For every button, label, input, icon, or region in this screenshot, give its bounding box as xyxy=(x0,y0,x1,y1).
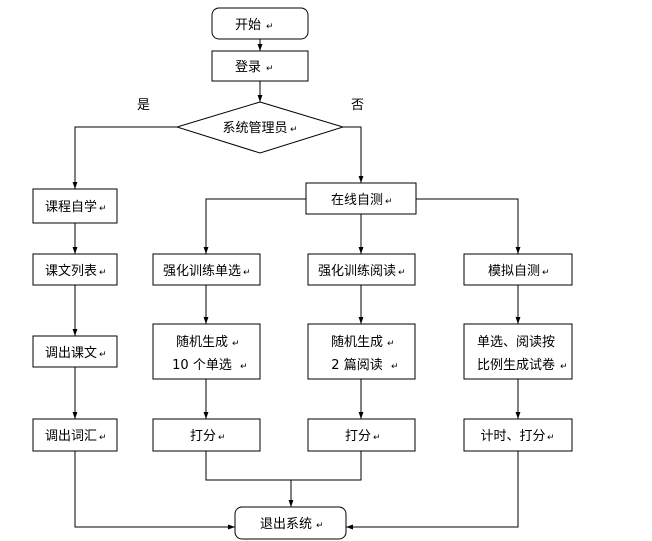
node-reading-drill: 强化训练阅读 ↵ xyxy=(307,253,416,286)
paragraph-mark: ↵ xyxy=(266,64,274,74)
paragraph-mark: ↵ xyxy=(243,268,251,278)
paragraph-mark: ↵ xyxy=(560,362,568,372)
node-open-vocab-label: 调出词汇 xyxy=(45,429,97,444)
paragraph-mark: ↵ xyxy=(385,197,393,207)
node-course-study-label: 课程自学 xyxy=(45,199,97,215)
node-open-text-label: 调出课文 xyxy=(45,346,97,361)
paragraph-mark: ↵ xyxy=(290,125,298,135)
node-login-label: 登录 xyxy=(235,60,261,75)
node-start-label: 开始 xyxy=(235,18,261,33)
node-gen-reading-line1: 随机生成 xyxy=(331,335,383,350)
node-score-single: 打分 ↵ xyxy=(152,418,261,452)
edge-scores-merge xyxy=(205,451,362,481)
node-gen-paper: 单选、阅读按 比例生成试卷 ↵ xyxy=(463,323,573,380)
node-online-test: 在线自测 ↵ xyxy=(305,182,417,215)
edges xyxy=(72,39,521,530)
paragraph-mark: ↵ xyxy=(99,350,107,360)
node-open-vocab: 调出词汇 ↵ xyxy=(32,418,118,452)
node-gen-paper-line2: 比例生成试卷 xyxy=(477,357,555,373)
paragraph-mark: ↵ xyxy=(387,339,395,349)
paragraph-mark: ↵ xyxy=(99,268,107,278)
edge-decision-no xyxy=(343,126,364,183)
node-reading-drill-label: 强化训练阅读 xyxy=(318,264,396,279)
node-start: 开始 ↵ xyxy=(211,7,309,40)
node-exit: 退出系统 ↵ xyxy=(234,506,347,540)
edge-vocab-exit xyxy=(74,451,235,530)
node-online-test-label: 在线自测 xyxy=(331,193,383,208)
edge-online-mock xyxy=(416,198,521,254)
paragraph-mark: ↵ xyxy=(232,339,240,349)
node-mock-test: 模拟自测 ↵ xyxy=(463,253,573,286)
node-mock-test-label: 模拟自测 xyxy=(488,264,540,279)
edge-online-single xyxy=(203,198,306,254)
node-gen-reading-line2: 2 篇阅读 xyxy=(331,358,382,373)
paragraph-mark: ↵ xyxy=(99,204,107,214)
node-score-single-label: 打分 xyxy=(190,429,216,444)
node-gen-single: 随机生成 ↵ 10 个单选 ↵ xyxy=(152,323,261,380)
node-gen-reading: 随机生成 ↵ 2 篇阅读 ↵ xyxy=(307,323,416,380)
node-exit-label: 退出系统 xyxy=(260,517,312,532)
paragraph-mark: ↵ xyxy=(398,268,406,278)
paragraph-mark: ↵ xyxy=(99,433,107,443)
node-timed-score: 计时、打分 ↵ xyxy=(463,418,573,452)
node-single-drill: 强化训练单选 ↵ xyxy=(152,253,261,286)
node-score-reading-label: 打分 xyxy=(345,429,371,444)
node-single-drill-label: 强化训练单选 xyxy=(163,264,241,279)
paragraph-mark: ↵ xyxy=(240,362,248,372)
node-score-reading: 打分 ↵ xyxy=(307,418,416,452)
paragraph-mark: ↵ xyxy=(218,433,226,443)
node-text-list-label: 课文列表 xyxy=(45,264,97,279)
paragraph-mark: ↵ xyxy=(391,362,399,372)
node-text-list: 课文列表 ↵ xyxy=(32,253,118,286)
node-decision-admin: 系统管理员 ↵ xyxy=(175,101,345,154)
paragraph-mark: ↵ xyxy=(266,22,274,32)
node-timed-score-label: 计时、打分 xyxy=(480,429,545,444)
node-gen-single-line2: 10 个单选 xyxy=(172,358,232,373)
edge-timed-exit xyxy=(346,451,519,530)
node-open-text: 调出课文 ↵ xyxy=(32,335,118,368)
node-login: 登录 ↵ xyxy=(211,50,309,82)
branch-no-label: 否 xyxy=(351,98,364,113)
node-gen-single-line1: 随机生成 xyxy=(176,335,228,350)
paragraph-mark: ↵ xyxy=(547,433,555,443)
edge-decision-yes xyxy=(72,126,177,189)
branch-yes-label: 是 xyxy=(137,98,150,113)
node-course-study: 课程自学 ↵ xyxy=(32,188,118,224)
node-decision-label: 系统管理员 xyxy=(222,121,287,136)
paragraph-mark: ↵ xyxy=(316,521,324,531)
node-gen-paper-line1: 单选、阅读按 xyxy=(477,335,555,350)
paragraph-mark: ↵ xyxy=(373,433,381,443)
paragraph-mark: ↵ xyxy=(542,268,550,278)
